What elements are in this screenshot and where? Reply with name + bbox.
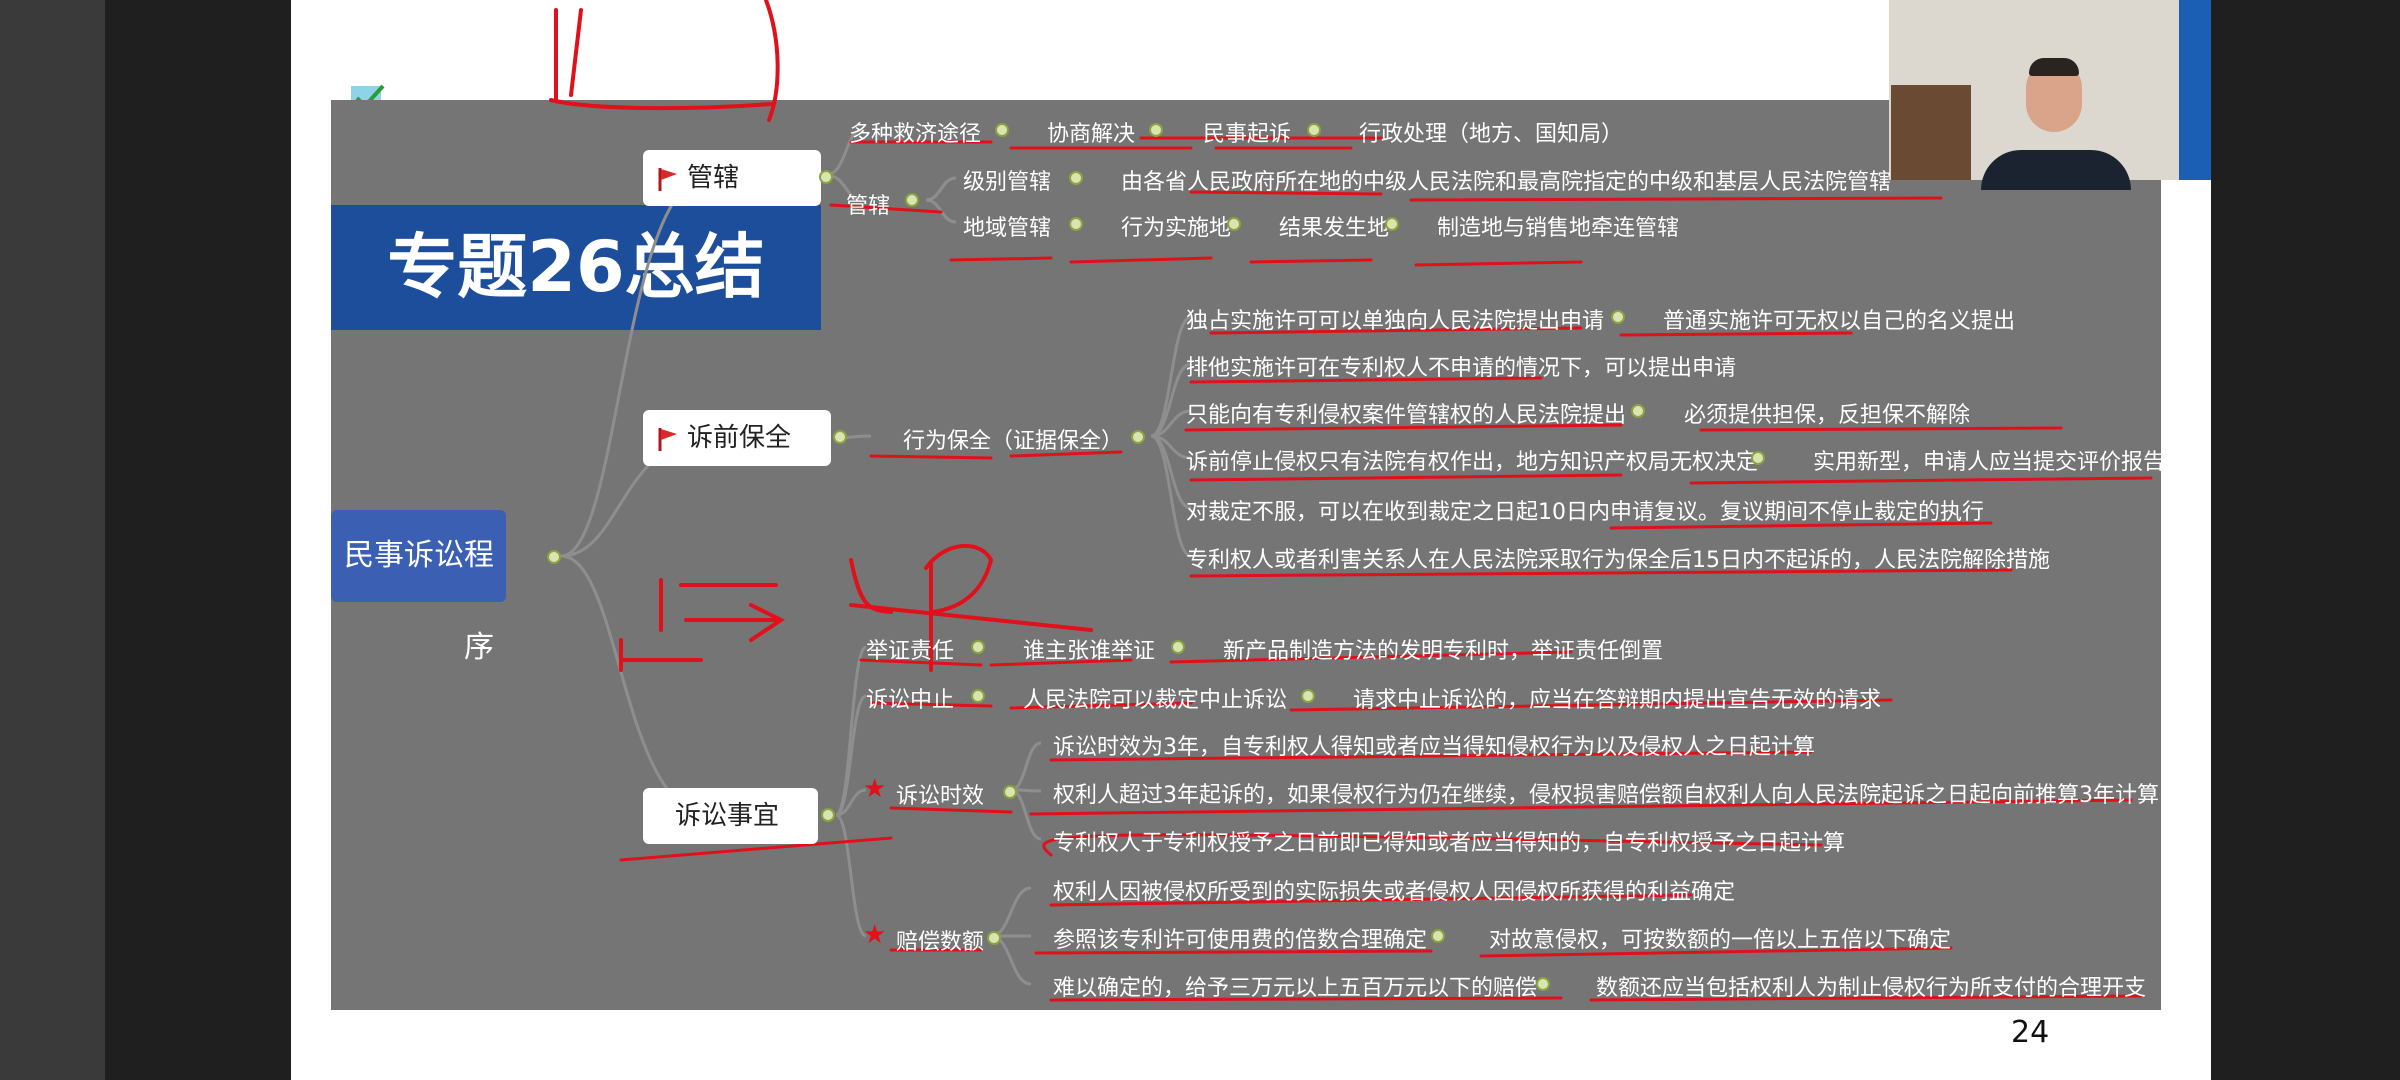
collapse-toggle[interactable] [1171,640,1185,654]
node-text: 结果发生地 [1279,216,1390,241]
bookshelf [1891,85,1971,180]
collapse-toggle[interactable] [971,640,985,654]
node-text: 民事起诉 [1203,122,1292,147]
collapse-toggle[interactable] [1385,217,1399,231]
node-text: 排他实施许可在专利权人不申请的情况下，可以提出申请 [1186,356,1737,381]
node-text: 新产品制造方法的发明专利时，举证责任倒置 [1223,639,1664,664]
node-text: 专利权人于专利权授予之日前即已得知或者应当得知的，自专利权授予之日起计算 [1053,831,1846,856]
node-text: 级别管辖 [963,170,1052,195]
node-text: 权利人因被侵权所受到的实际损失或者侵权人因侵权所获得的利益确定 [1053,880,1736,905]
node-text: 实用新型，申请人应当提交评价报告 [1813,450,2166,475]
node-text: 行为保全（证据保全） [903,429,1124,454]
branch-label: 诉前保全 [687,423,792,453]
branch-label: 管辖 [687,163,740,193]
collapse-toggle[interactable] [1631,404,1645,418]
node-text: 数额还应当包括权利人为制止侵权行为所支付的合理开支 [1596,976,2147,1001]
collapse-toggle[interactable] [833,430,847,444]
mindmap-root[interactable]: 民事诉讼程序 [331,510,506,665]
slide-title: 专题26总结 [387,226,765,308]
collapse-toggle[interactable] [1431,929,1445,943]
node-text: 诉讼中止 [866,688,955,713]
node-text: 人民法院可以裁定中止诉讼 [1023,688,1288,713]
node-text: 必须提供担保，反担保不解除 [1684,403,1971,428]
collapse-toggle[interactable] [1131,430,1145,444]
node-text: 行为实施地 [1121,216,1232,241]
flag-icon [658,167,677,191]
collapse-toggle[interactable] [995,123,1009,137]
node-text: 难以确定的，给予三万元以上五百万元以下的赔偿 [1053,976,1538,1001]
node-text: 赔偿数额 [896,930,985,955]
node-text: 由各省人民政府所在地的中级人民法院和最高院指定的中级和基层人民法院管辖 [1121,170,1892,195]
node-text: 举证责任 [866,639,955,664]
branch-litigation-matters[interactable]: 诉讼事宜 [643,788,818,844]
node-text: 管辖 [846,194,891,219]
node-text: 只能向有专利侵权案件管辖权的人民法院提出 [1186,403,1627,428]
collapse-toggle[interactable] [1069,171,1083,185]
collapse-toggle[interactable] [987,931,1001,945]
presenter-body [1981,150,2131,190]
node-text: 诉前停止侵权只有法院有权作出，地方知识产权局无权决定 [1186,450,1759,475]
collapse-toggle[interactable] [1003,785,1017,799]
collapse-toggle[interactable] [1307,123,1321,137]
node-text: 参照该专利许可使用费的倍数合理确定 [1053,928,1428,953]
collapse-toggle[interactable] [1751,451,1765,465]
title-banner: 专题26总结 [331,205,821,330]
page-number: 24 [2011,1015,2050,1050]
branch-pre-litigation-preservation[interactable]: 诉前保全 [643,410,831,466]
collapse-toggle[interactable] [1149,123,1163,137]
collapse-toggle[interactable] [819,170,833,184]
node-text: 独占实施许可可以单独向人民法院提出申请 [1186,309,1605,334]
star-icon: ★ [863,774,887,804]
slide: 专题26总结 [291,0,2211,1080]
flag-icon [658,427,677,451]
collapse-toggle[interactable] [1611,310,1625,324]
collapse-toggle[interactable] [971,689,985,703]
node-text: 对裁定不服，可以在收到裁定之日起10日内申请复议。复议期间不停止裁定的执行 [1186,500,1984,525]
collapse-toggle[interactable] [1301,689,1315,703]
presenter-hair [2029,58,2079,76]
node-text: 诉讼时效为3年，自专利权人得知或者应当得知侵权行为以及侵权人之日起计算 [1053,735,1815,760]
collapse-toggle[interactable] [821,808,835,822]
node-text: 协商解决 [1047,122,1136,147]
collapse-toggle[interactable] [1227,217,1241,231]
right-dark-margin [2210,0,2400,1080]
node-text: 制造地与销售地牵连管辖 [1437,216,1680,241]
collapse-toggle[interactable] [905,193,919,207]
star-icon: ★ [863,920,887,950]
node-text: 专利权人或者利害关系人在人民法院采取行为保全后15日内不起诉的，人民法院解除措施 [1186,548,2050,573]
node-text: 地域管辖 [963,216,1052,241]
left-dark-margin [105,0,291,1080]
left-margin [0,0,105,1080]
node-text: 诉讼时效 [896,784,985,809]
branch-label: 诉讼事宜 [675,801,780,831]
node-text: 对故意侵权，可按数额的一倍以上五倍以下确定 [1489,928,1952,953]
node-text: 多种救济途径 [849,122,982,147]
collapse-toggle-root[interactable] [547,550,561,564]
collapse-toggle[interactable] [1536,977,1550,991]
collapse-toggle[interactable] [1069,217,1083,231]
node-text: 普通实施许可无权以自己的名义提出 [1663,309,2016,334]
branch-jurisdiction[interactable]: 管辖 [643,150,821,206]
node-text: 行政处理（地方、国知局） [1359,122,1624,147]
node-text: 权利人超过3年起诉的，如果侵权行为仍在继续，侵权损害赔偿额自权利人向人民法院起诉… [1053,783,2159,808]
node-text: 请求中止诉讼的，应当在答辩期内提出宣告无效的请求 [1353,688,1882,713]
node-text: 谁主张谁举证 [1023,639,1156,664]
